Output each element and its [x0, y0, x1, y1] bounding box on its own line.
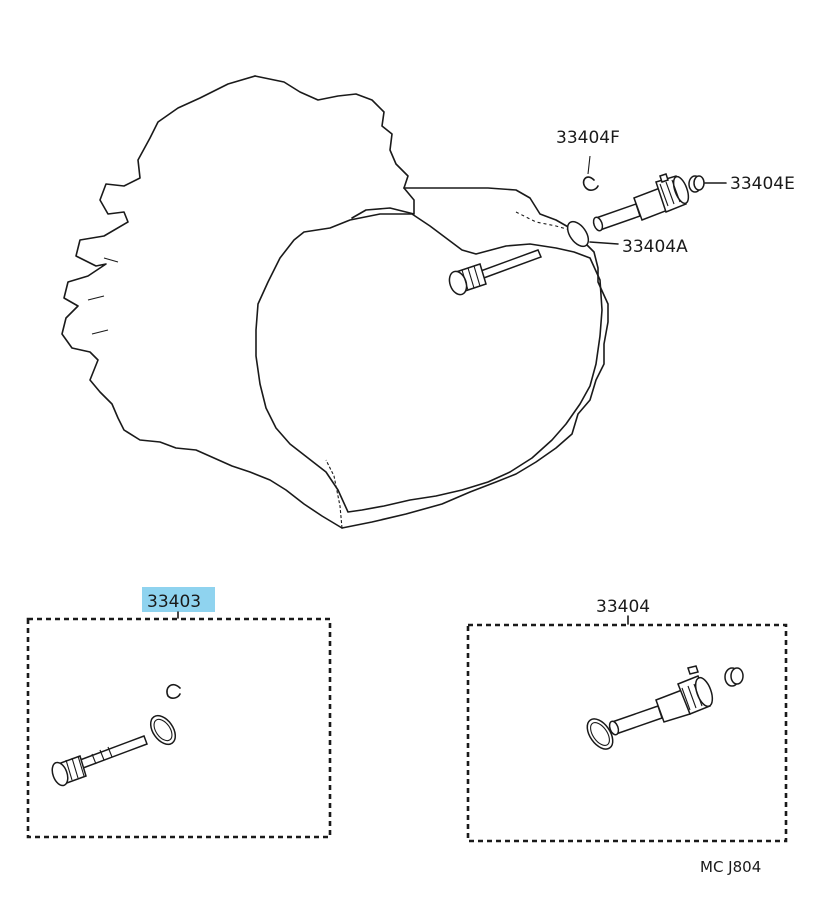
kit-label-33404: 33404 [596, 597, 650, 617]
kit-label-highlight [142, 587, 215, 612]
speedometer-sleeve [592, 173, 690, 232]
callout-33404a: 33404A [622, 237, 688, 257]
diagram-code: MC J804 [700, 858, 761, 876]
oring-part [566, 220, 619, 248]
kit-label-33403: 33403 [147, 592, 201, 612]
clip-part [582, 155, 599, 191]
kit-33404-box [466, 623, 788, 843]
driven-gear-shaft [448, 249, 543, 296]
kit-33403-box [26, 617, 332, 839]
transmission-case [61, 75, 609, 529]
callout-33404f: 33404F [556, 128, 620, 148]
kit-33403: 33403 [26, 587, 332, 839]
callout-33404e: 33404E [730, 174, 795, 194]
plug-part [688, 175, 727, 193]
kit-33404: 33404 [466, 597, 788, 843]
